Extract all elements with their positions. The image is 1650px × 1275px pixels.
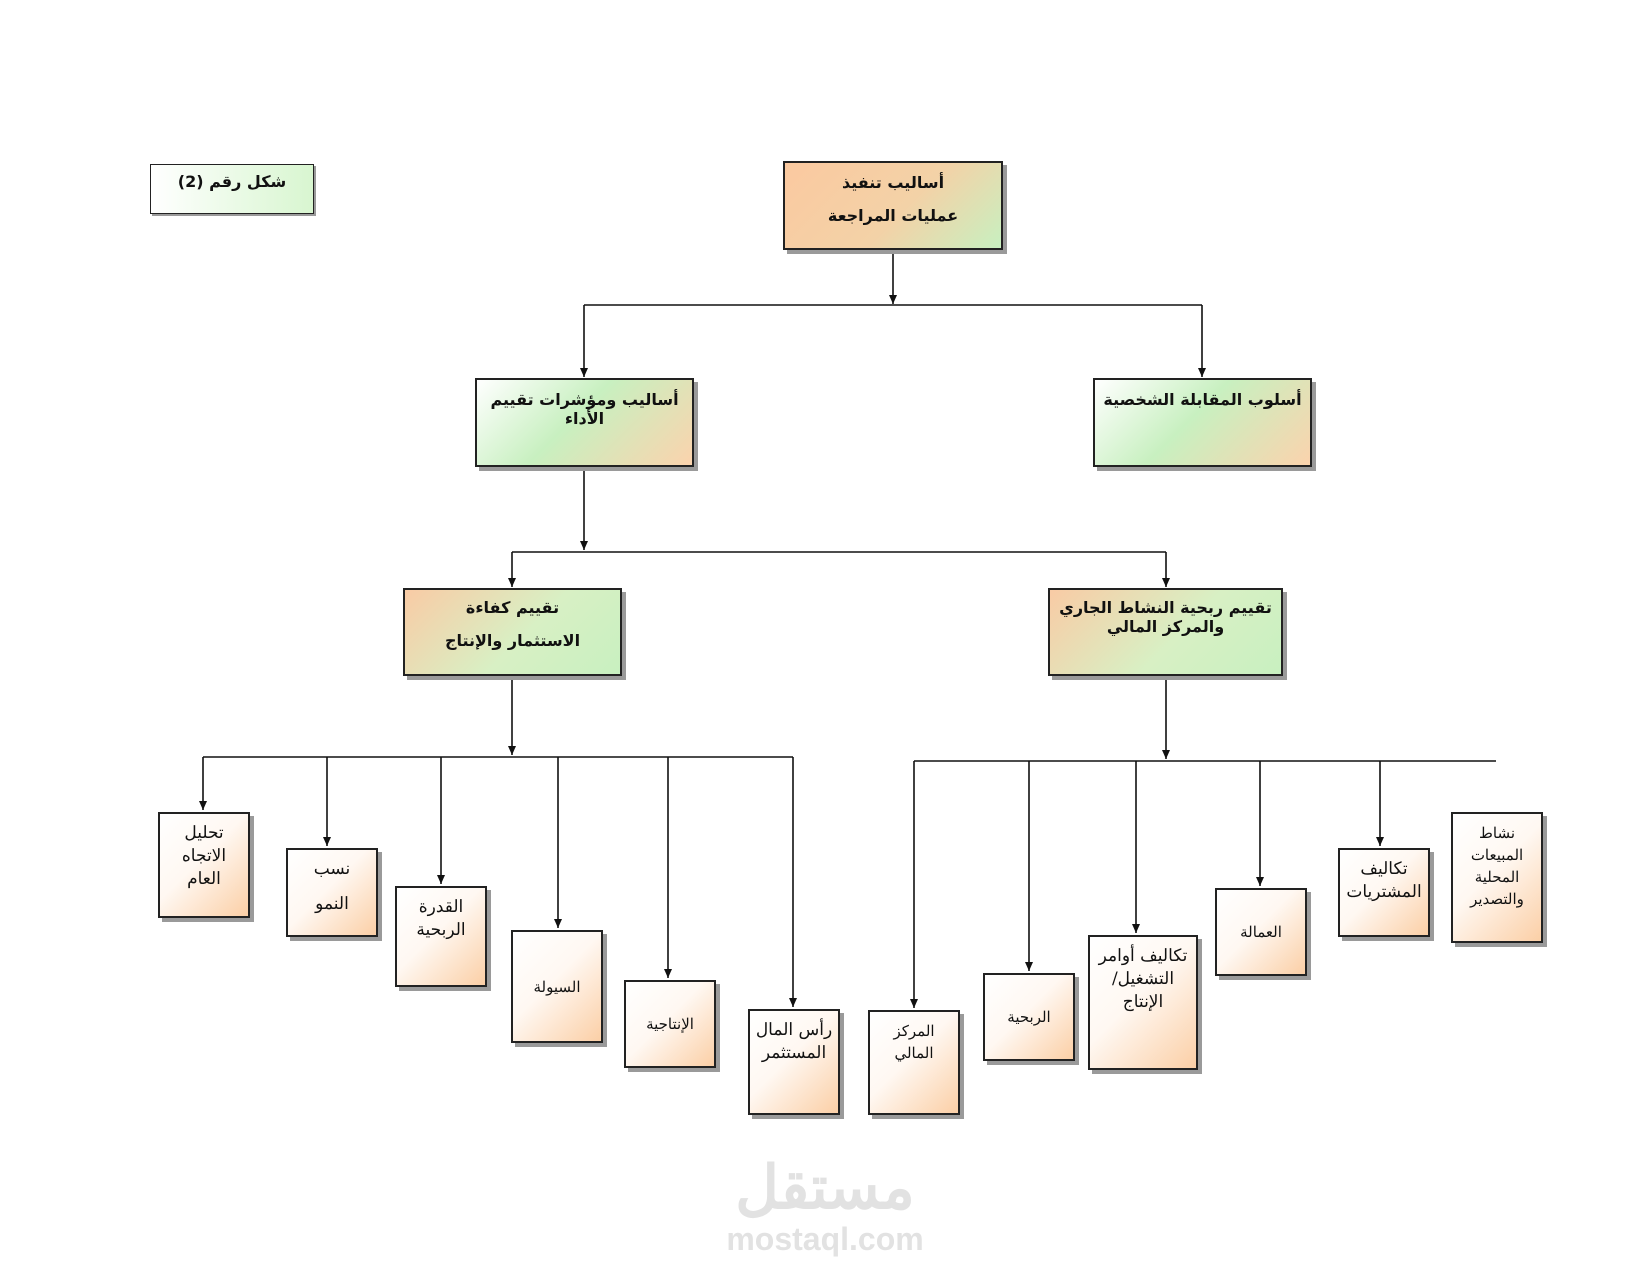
node-sales-activity: نشاط المبيعات المحلية والتصدير	[1451, 812, 1543, 943]
node-labor: العمالة	[1215, 888, 1307, 976]
node-operating-costs-line-1: تكاليف أوامر	[1098, 946, 1188, 966]
node-purchases-costs-line-1: تكاليف	[1360, 859, 1408, 879]
node-efficiency-eval-line-1: تقييم كفاءة	[465, 598, 560, 617]
node-performance-line-2: الأداء	[564, 409, 605, 428]
node-earning-power-line-1: القدرة	[418, 897, 464, 917]
node-sales-activity-line-4: والتصدير	[1470, 890, 1524, 908]
node-operating-costs-line-3: الإنتاج	[1122, 992, 1164, 1012]
node-sales-activity-line-1: نشاط	[1479, 824, 1515, 842]
node-profitability-eval-line-1: تقييم ربحية النشاط الجاري	[1059, 598, 1272, 617]
watermark-arabic: مستقل	[735, 1154, 915, 1221]
node-labor-line-1: العمالة	[1240, 923, 1282, 941]
node-productivity-line-1: الإنتاجية	[646, 1015, 694, 1033]
watermark-latin: mostaql.com	[726, 1221, 924, 1257]
node-efficiency-eval: تقييم كفاءة الاستثمار والإنتاج	[403, 588, 622, 676]
node-profitability-line-1: الربحية	[1007, 1008, 1051, 1026]
watermark: مستقل mostaql.com	[700, 1154, 950, 1258]
node-root-line-1: أساليب تنفيذ	[841, 173, 945, 192]
node-trend-line-2: الاتجاه	[181, 846, 227, 866]
node-performance: أساليب ومؤشرات تقييم الأداء	[475, 378, 694, 467]
node-trend-line-3: العام	[187, 869, 221, 889]
node-interview-line-1: أسلوب المقابلة الشخصية	[1103, 390, 1302, 409]
node-root: أساليب تنفيذ عمليات المراجعة	[783, 161, 1003, 250]
node-sales-activity-line-3: المحلية	[1474, 868, 1520, 886]
node-financial-position: المركز المالي	[868, 1010, 960, 1115]
node-financial-position-line-1: المركز	[893, 1022, 935, 1040]
node-earning-power: القدرة الربحية	[395, 886, 487, 987]
node-liquidity: السيولة	[511, 930, 603, 1043]
node-root-line-2: عمليات المراجعة	[827, 206, 959, 225]
node-financial-position-line-2: المالي	[894, 1044, 934, 1062]
node-operating-costs: تكاليف أوامر التشغيل/ الإنتاج	[1088, 935, 1198, 1070]
node-profitability: الربحية	[983, 973, 1075, 1061]
node-profitability-eval: تقييم ربحية النشاط الجاري والمركز المالي	[1048, 588, 1283, 676]
node-trend: تحليل الاتجاه العام	[158, 812, 250, 918]
node-growth: نسب النمو	[286, 848, 378, 937]
node-interview: أسلوب المقابلة الشخصية	[1093, 378, 1312, 467]
node-sales-activity-line-2: المبيعات	[1470, 846, 1524, 864]
node-invested-capital: رأس المال المستثمر	[748, 1009, 840, 1115]
node-operating-costs-line-2: التشغيل/	[1111, 969, 1175, 989]
node-profitability-eval-line-2: والمركز المالي	[1106, 617, 1225, 636]
node-liquidity-line-1: السيولة	[533, 977, 581, 996]
node-earning-power-line-2: الربحية	[416, 920, 466, 940]
node-productivity: الإنتاجية	[624, 980, 716, 1068]
node-efficiency-eval-line-2: الاستثمار والإنتاج	[444, 631, 581, 650]
node-purchases-costs: تكاليف المشتريات	[1338, 848, 1430, 937]
node-growth-line-2: النمو	[315, 894, 349, 914]
node-trend-line-1: تحليل	[184, 823, 224, 843]
node-performance-line-1: أساليب ومؤشرات تقييم	[490, 390, 679, 409]
node-purchases-costs-line-2: المشتريات	[1346, 882, 1422, 902]
node-growth-line-1: نسب	[313, 859, 351, 879]
node-invested-capital-line-1: رأس المال	[755, 1020, 833, 1040]
figure-label: شكل رقم (2)	[150, 164, 314, 214]
node-invested-capital-line-2: المستثمر	[761, 1043, 827, 1063]
